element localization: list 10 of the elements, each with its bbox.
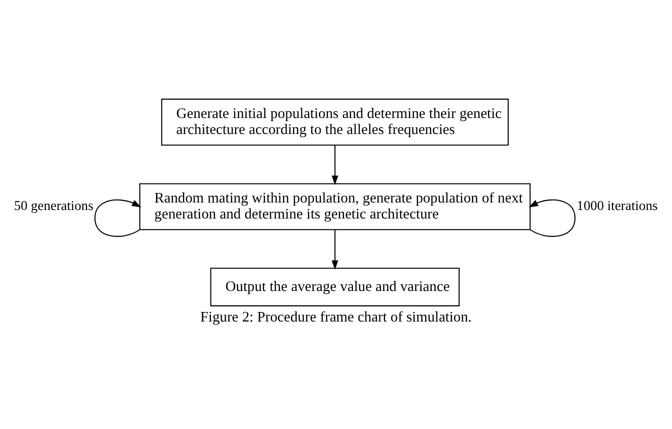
edge-label: 50 generations [14,198,94,214]
node-box: Generate initial populations and determine their genetic architecture according to the alleles frequencies [161,98,509,146]
arrow [528,199,576,237]
node-box: Random mating within population, generate population of next generation and determine its genetic architecture [139,183,531,230]
arrow [332,145,338,186]
arrow [332,230,338,270]
node-box: Output the average value and variance [210,268,460,306]
caption: Figure 2: Procedure frame chart of simulation. [200,310,472,326]
edge-label: 1000 iterations [576,198,658,214]
arrow [94,199,142,237]
